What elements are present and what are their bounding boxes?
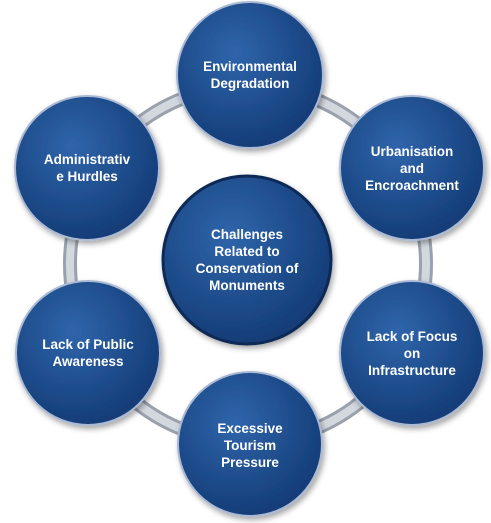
node-label-administrative-hurdles: Administrativ e Hurdles — [43, 152, 131, 184]
node-administrative-hurdles — [14, 95, 160, 241]
node-label-excessive-tourism: Excessive Tourism Pressure — [217, 420, 283, 470]
node-urbanisation — [339, 95, 485, 241]
center-node — [161, 174, 333, 346]
node-label-urbanisation: Urbanisation and Encroachment — [365, 143, 459, 193]
node-label-lack-of-focus: Lack of Focus on Infrastructure — [366, 328, 458, 378]
node-label-environmental-degradation: Environmental Degradation — [203, 59, 297, 91]
node-excessive-tourism — [177, 371, 323, 517]
node-lack-of-focus — [339, 280, 485, 426]
node-label-lack-of-awareness: Lack of Public Awareness — [42, 337, 134, 369]
center-node-label: Challenges Related to Conservation of Mo… — [195, 227, 299, 293]
node-lack-of-awareness — [15, 280, 161, 426]
node-environmental-degradation — [176, 1, 324, 149]
